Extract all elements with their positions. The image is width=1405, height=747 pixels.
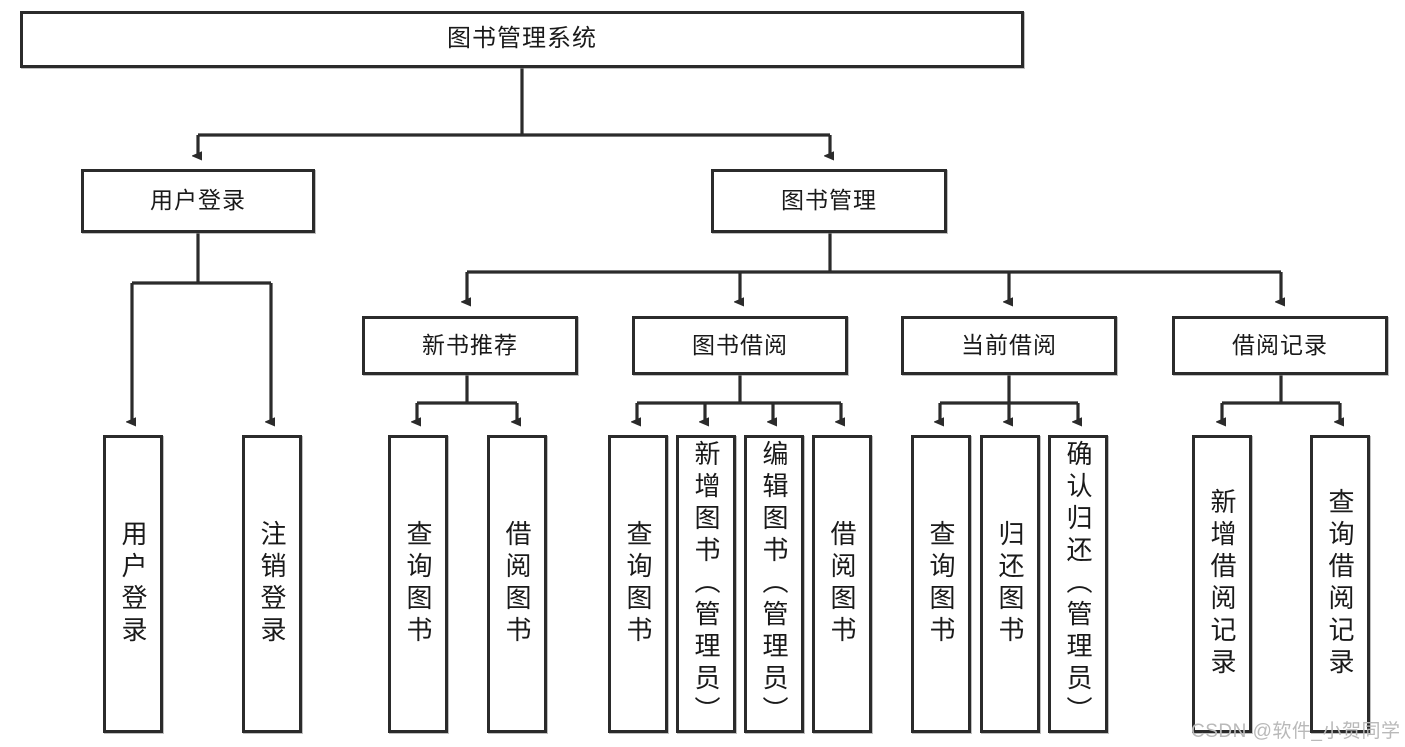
leaf-add-book-label: 新增图书（管理员）	[691, 440, 721, 728]
leaf-borrow-book-1[interactable]: 借阅图书	[487, 435, 547, 733]
leaf-query-book-3[interactable]: 查询图书	[911, 435, 971, 733]
node-current-borrow[interactable]: 当前借阅	[901, 316, 1117, 375]
node-user-login[interactable]: 用户登录	[81, 169, 315, 233]
csdn-watermark: CSDN @软件_小贺同学	[1191, 721, 1401, 742]
node-book-manage-label: 图书管理	[781, 187, 877, 214]
leaf-query-book-1-label: 查询图书	[403, 520, 433, 648]
node-book-borrow-label: 图书借阅	[692, 331, 788, 358]
leaf-add-book[interactable]: 新增图书（管理员）	[676, 435, 736, 733]
node-user-login-label: 用户登录	[150, 187, 246, 214]
leaf-return-book-label: 归还图书	[995, 520, 1025, 648]
leaf-confirm-return[interactable]: 确认归还（管理员）	[1048, 435, 1108, 733]
leaf-borrow-book-2-label: 借阅图书	[827, 520, 857, 648]
leaf-user-login-label: 用户登录	[118, 520, 148, 648]
leaf-query-book-2-label: 查询图书	[623, 520, 653, 648]
leaf-borrow-book-1-label: 借阅图书	[502, 520, 532, 648]
leaf-query-record-label: 查询借阅记录	[1325, 488, 1355, 680]
node-book-manage[interactable]: 图书管理	[711, 169, 947, 233]
leaf-return-book[interactable]: 归还图书	[980, 435, 1040, 733]
leaf-query-book-3-label: 查询图书	[926, 520, 956, 648]
node-borrow-record[interactable]: 借阅记录	[1172, 316, 1388, 375]
node-new-book-recommend[interactable]: 新书推荐	[362, 316, 578, 375]
node-book-borrow[interactable]: 图书借阅	[632, 316, 848, 375]
leaf-query-book-1[interactable]: 查询图书	[388, 435, 448, 733]
leaf-query-record[interactable]: 查询借阅记录	[1310, 435, 1370, 733]
leaf-add-record-label: 新增借阅记录	[1207, 488, 1237, 680]
leaf-confirm-return-label: 确认归还（管理员）	[1063, 440, 1093, 728]
leaf-edit-book[interactable]: 编辑图书（管理员）	[744, 435, 804, 733]
leaf-query-book-2[interactable]: 查询图书	[608, 435, 668, 733]
node-new-book-recommend-label: 新书推荐	[422, 331, 518, 358]
leaf-borrow-book-2[interactable]: 借阅图书	[812, 435, 872, 733]
leaf-edit-book-label: 编辑图书（管理员）	[759, 440, 789, 728]
leaf-add-record[interactable]: 新增借阅记录	[1192, 435, 1252, 733]
leaf-user-login[interactable]: 用户登录	[103, 435, 163, 733]
node-current-borrow-label: 当前借阅	[961, 331, 1057, 358]
node-root[interactable]: 图书管理系统	[20, 11, 1024, 68]
node-root-label: 图书管理系统	[447, 25, 597, 53]
leaf-user-logout[interactable]: 注销登录	[242, 435, 302, 733]
node-borrow-record-label: 借阅记录	[1232, 331, 1328, 358]
leaf-user-logout-label: 注销登录	[257, 520, 287, 648]
